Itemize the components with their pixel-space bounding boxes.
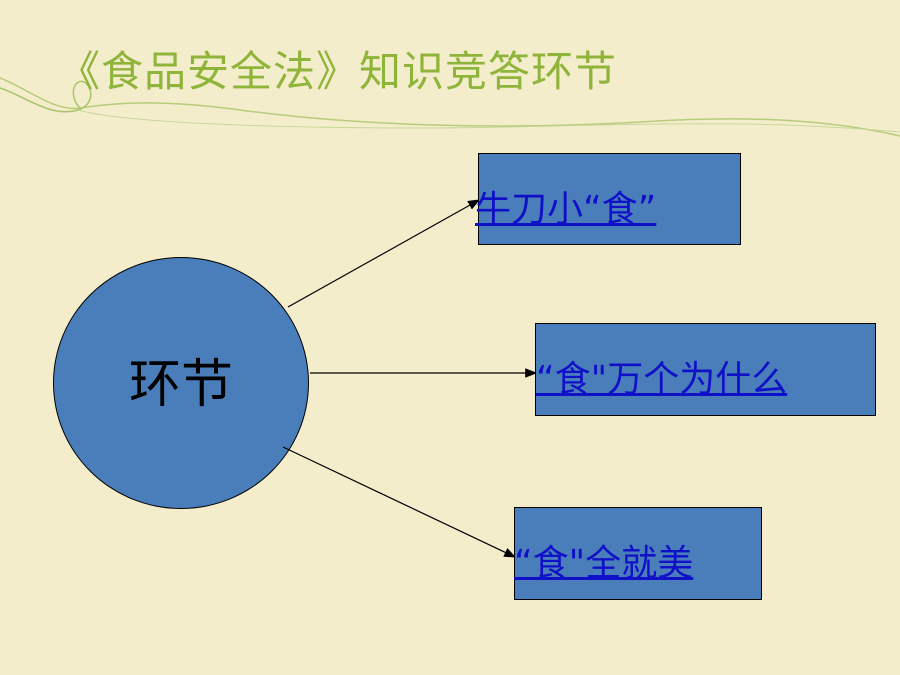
- link-box-2: “食"万个为什么: [535, 323, 876, 416]
- link-shi-quan-jiu-mei[interactable]: “食"全就美: [514, 543, 694, 584]
- link-box-1: 牛刀小“食”: [475, 153, 741, 245]
- hub-circle: [53, 257, 309, 509]
- arrow-to-link-1: [287, 199, 481, 308]
- link-niudao-xiaoshi[interactable]: 牛刀小“食”: [475, 189, 657, 230]
- hub-label: 环节: [128, 355, 233, 415]
- slide-title: 《食品安全法》知识竞答环节: [58, 47, 618, 96]
- link-shi-wange-weishenme[interactable]: “食"万个为什么: [536, 359, 788, 400]
- link-box-3: “食"全就美: [514, 507, 762, 600]
- arrow-to-link-3: [282, 446, 517, 558]
